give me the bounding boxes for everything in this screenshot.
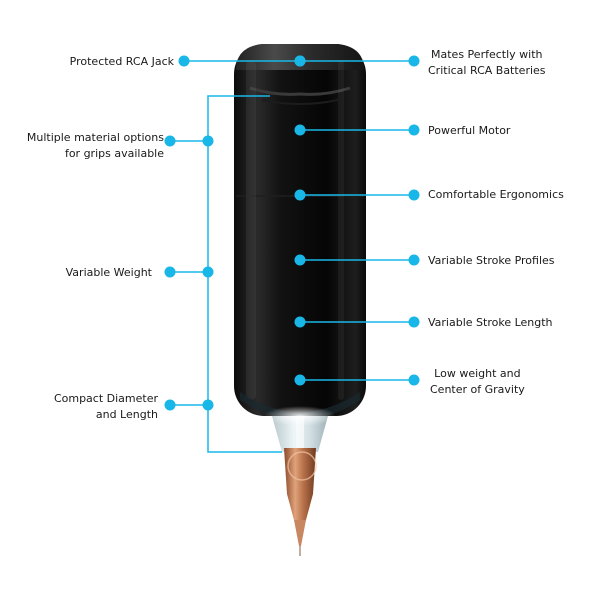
right-feature-label-2: Comfortable Ergonomics (428, 188, 564, 201)
left-feature-label-0: Protected RCA Jack (69, 55, 174, 68)
left-callout-dot-1-0 (164, 135, 176, 147)
right-callout-dot-0-1 (408, 55, 420, 67)
left-callout-dot-3-0 (164, 399, 176, 411)
right-callout-dot-3-0 (294, 254, 306, 266)
right-feature-label-1: Powerful Motor (428, 124, 511, 137)
pen-grip (264, 406, 336, 456)
right-feature-label-4: Variable Stroke Length (428, 316, 553, 329)
right-callout-dot-5-0 (294, 374, 306, 386)
left-callout-dot-0-0 (178, 55, 190, 67)
pen-body (234, 44, 366, 420)
left-feature-label-2: Variable Weight (65, 266, 152, 279)
left-feature-label-3: Compact Diameter and Length (53, 392, 158, 421)
left-callout-dot-2-0 (164, 266, 176, 278)
right-feature-label-3: Variable Stroke Profiles (428, 254, 555, 267)
right-feature-label-0: Mates Perfectly with Critical RCA Batter… (428, 48, 546, 77)
right-feature-label-5: Low weight and Center of Gravity (430, 367, 525, 396)
right-callout-dot-1-1 (408, 124, 420, 136)
right-callout-dot-2-1 (408, 189, 420, 201)
right-callout-dot-3-1 (408, 254, 420, 266)
right-callout-dot-4-1 (408, 316, 420, 328)
left-callout-dot-2-1 (202, 266, 214, 278)
right-callout-dot-4-0 (294, 316, 306, 328)
right-callout-dot-5-1 (408, 374, 420, 386)
right-callout-dot-0-0 (294, 55, 306, 67)
left-callout-dot-3-1 (202, 399, 214, 411)
right-callout-dot-2-0 (294, 189, 306, 201)
right-callout-dot-1-0 (294, 124, 306, 136)
needle-cartridge (284, 448, 317, 556)
left-callout-dot-1-1 (202, 135, 214, 147)
left-feature-label-1: Multiple material options for grips avai… (26, 131, 164, 160)
